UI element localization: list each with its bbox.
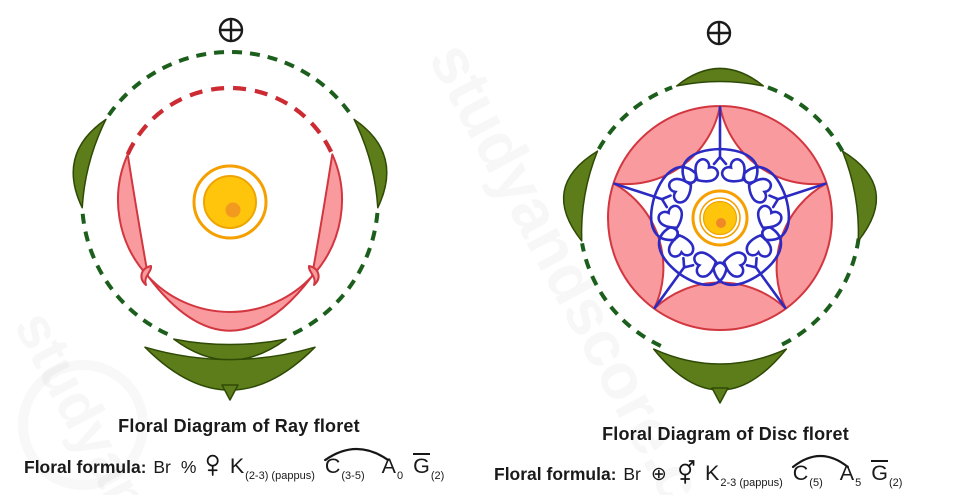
involucre-dashed-circle xyxy=(80,50,380,336)
bract-top xyxy=(675,67,765,87)
ovule-dot xyxy=(716,218,726,228)
bracts xyxy=(72,118,388,401)
formula-separator: : xyxy=(610,465,617,484)
ray-corolla-petal-right xyxy=(310,153,343,278)
disc-floret-diagram xyxy=(562,20,878,404)
female-sign-icon xyxy=(207,454,220,476)
missing-petals-dashed-arc xyxy=(125,85,335,156)
formula-token: ⊕ xyxy=(650,464,667,485)
bract-tip xyxy=(711,387,729,404)
formula-element-C: C(5) xyxy=(792,461,823,489)
formula-token: % xyxy=(180,457,197,477)
ray-corolla xyxy=(117,153,343,332)
formula-element-K: K(2-3) (pappus) xyxy=(229,454,315,482)
bract-bottom-inner xyxy=(173,338,287,361)
ray-floret-diagram xyxy=(72,17,388,401)
petal-junction-beak xyxy=(140,265,153,286)
bract-left xyxy=(562,150,599,242)
formula-sex-symbol xyxy=(206,451,220,478)
gynoecium xyxy=(691,189,749,247)
bract-tip xyxy=(221,384,239,401)
formula-token: Br xyxy=(623,464,641,484)
formula-element-G: G(2) xyxy=(871,460,903,489)
mother-axis-icon xyxy=(218,17,244,43)
formula-sex-symbol xyxy=(677,455,695,485)
stamen xyxy=(653,226,728,310)
involucre-dashed-circle xyxy=(580,85,861,348)
ovule-dot xyxy=(225,202,241,218)
bracts xyxy=(562,67,878,404)
ovary-disc xyxy=(203,175,257,229)
formula-element-C: C(3-5) xyxy=(324,454,365,482)
adhesion-arc xyxy=(323,448,390,462)
androecium xyxy=(613,105,827,310)
filament-tip xyxy=(712,155,728,166)
disc-floret-panel: Floral Diagram of Disc floret Floral for… xyxy=(478,0,957,495)
ray-panel-title: Floral Diagram of Ray floret xyxy=(118,416,360,436)
formula-element-G: G(2) xyxy=(413,453,445,482)
bract-left xyxy=(72,118,107,209)
ray-floral-formula: Floral formula: Br% K(2-3) (pappus) C(3-5)… xyxy=(24,448,445,482)
formula-separator: : xyxy=(140,458,147,477)
formula-token: Br xyxy=(153,457,171,477)
anther-lobe xyxy=(720,158,746,183)
ovary-outer-ring xyxy=(192,164,268,240)
formula-label: Floral formula xyxy=(24,457,141,477)
mother-axis-icon xyxy=(706,20,732,46)
ovary-inner-ring xyxy=(699,197,741,239)
petal-junction-beak xyxy=(307,265,320,286)
bract-right xyxy=(841,150,878,242)
disc-panel-title: Floral Diagram of Disc floret xyxy=(602,424,849,444)
bract-right xyxy=(353,118,388,209)
ray-floret-panel: Floral Diagram of Ray floret Floral form… xyxy=(0,0,478,495)
adhesion-arc xyxy=(791,455,849,469)
ray-corolla-petal-left xyxy=(117,153,150,278)
ray-corolla-petal-bottom xyxy=(147,275,313,332)
gynoecium xyxy=(192,164,268,240)
stamen xyxy=(613,165,698,242)
ovary-disc xyxy=(702,200,738,236)
bract-bottom-outer xyxy=(144,346,316,391)
bract-bottom xyxy=(652,348,788,391)
anther-lobe xyxy=(694,158,720,183)
bisexual-sign-icon xyxy=(678,460,695,484)
ovary-outer-ring xyxy=(691,189,749,247)
formula-label: Floral formula xyxy=(494,464,611,484)
